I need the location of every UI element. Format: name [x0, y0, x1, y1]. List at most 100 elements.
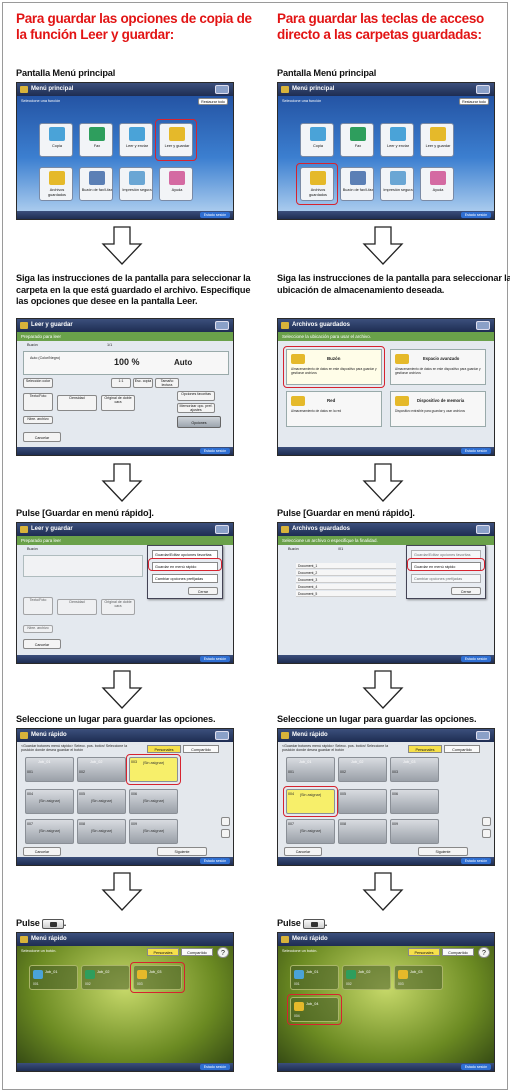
- tile-secure-print[interactable]: Impresión segura: [380, 167, 414, 201]
- cancel-button[interactable]: Cancelar: [23, 639, 61, 649]
- tile-fax-inbox[interactable]: Buzón de fax/I-fax: [340, 167, 374, 201]
- quick-slot[interactable]: 006(Sin asignar): [129, 789, 178, 814]
- status-button[interactable]: Estado sesión: [461, 858, 491, 864]
- quick-slot[interactable]: 004(Sin asignar): [25, 789, 74, 814]
- status-button[interactable]: Estado sesión: [461, 1064, 491, 1070]
- popup-change-defaults[interactable]: Cambiar opciones prefijadas: [411, 574, 481, 583]
- scale-button[interactable]: Esc. copia: [133, 378, 153, 388]
- popup-close-button[interactable]: Cerrar: [188, 587, 218, 595]
- status-button[interactable]: Estado sesión: [200, 448, 230, 454]
- tile-stored-files[interactable]: Archivos guardados: [39, 167, 73, 201]
- quick-slot[interactable]: 009(Sin asignar): [129, 819, 178, 844]
- location-memory-media[interactable]: Dispositivo de memoria Dispositivo extra…: [390, 391, 486, 427]
- density-button[interactable]: Densidad: [57, 395, 97, 411]
- status-button[interactable]: Estado sesión: [461, 212, 491, 218]
- quick-slot[interactable]: 008: [338, 819, 387, 844]
- location-mailbox[interactable]: Buzón Almacenamiento de datos en este di…: [286, 349, 382, 385]
- settings-button[interactable]: [215, 525, 229, 534]
- scan-size-button[interactable]: Tamaño lectura: [155, 378, 179, 388]
- tile-stored-files[interactable]: Archivos guardados: [300, 167, 334, 201]
- tab-shared[interactable]: Compartido: [444, 745, 480, 753]
- color-select-button[interactable]: Selección color: [23, 378, 53, 388]
- scroll-up-icon[interactable]: [221, 817, 230, 826]
- favorites-button[interactable]: Opciones favoritas: [177, 391, 215, 401]
- cancel-button[interactable]: Cancelar: [284, 847, 322, 856]
- file-row[interactable]: Document_2: [296, 570, 396, 576]
- original-type-button[interactable]: Texto/Foto: [23, 393, 53, 411]
- tab-personal[interactable]: Personales: [408, 745, 442, 753]
- tab-personal[interactable]: Personales: [147, 948, 179, 956]
- next-button[interactable]: Siguiente: [418, 847, 468, 856]
- tile-fax-inbox[interactable]: Buzón de fax/I-fax: [79, 167, 113, 201]
- quick-slot[interactable]: 006: [390, 789, 439, 814]
- settings-button[interactable]: [215, 731, 229, 740]
- tile-fax[interactable]: Fax: [79, 123, 113, 157]
- duplex-button[interactable]: 1:1: [111, 378, 131, 388]
- tile-copy[interactable]: Copia: [300, 123, 334, 157]
- next-button[interactable]: Siguiente: [157, 847, 207, 856]
- quick-slot-selected[interactable]: 003(Sin asignar): [129, 757, 178, 782]
- two-sided-button[interactable]: Original de doble cara: [101, 599, 135, 615]
- quick-slot[interactable]: 007(Sin asignar): [25, 819, 74, 844]
- store-default-button[interactable]: Memorizar opc. pref. ajustes: [177, 403, 215, 413]
- quick-slot[interactable]: 005(Sin asignar): [77, 789, 126, 814]
- original-type-button[interactable]: Texto/Foto: [23, 597, 53, 615]
- tab-personal[interactable]: Personales: [147, 745, 181, 753]
- tab-personal[interactable]: Personales: [408, 948, 440, 956]
- file-row[interactable]: Document_3: [296, 577, 396, 583]
- location-advanced-space[interactable]: Espacio avanzado Almacenamiento de datos…: [390, 349, 486, 385]
- popup-change-defaults[interactable]: Cambiar opciones prefijadas: [152, 574, 218, 583]
- scroll-down-icon[interactable]: [221, 829, 230, 838]
- status-button[interactable]: Estado sesión: [200, 212, 230, 218]
- density-button[interactable]: Densidad: [57, 599, 97, 615]
- help-button[interactable]: ?: [217, 947, 229, 958]
- scroll-up-icon[interactable]: [482, 817, 491, 826]
- cancel-button[interactable]: Cancelar: [23, 432, 61, 442]
- settings-button[interactable]: [476, 731, 490, 740]
- status-button[interactable]: Estado sesión: [200, 858, 230, 864]
- quick-slot-selected[interactable]: 004(Sin asignar): [286, 789, 335, 814]
- tab-shared[interactable]: Compartido: [181, 948, 213, 956]
- settings-button[interactable]: [476, 85, 490, 94]
- tile-fax[interactable]: Fax: [340, 123, 374, 157]
- status-button[interactable]: Estado sesión: [461, 448, 491, 454]
- scroll-down-icon[interactable]: [482, 829, 491, 838]
- tile-scan-store[interactable]: Leer y guardar: [420, 123, 454, 157]
- file-name-button[interactable]: Nbre. archivo: [23, 416, 53, 424]
- tile-help[interactable]: Ayuda: [420, 167, 454, 201]
- cancel-button[interactable]: Cancelar: [23, 847, 61, 856]
- location-network[interactable]: Red Almacenamiento de datos en la red: [286, 391, 382, 427]
- file-row[interactable]: Document_4: [296, 584, 396, 590]
- file-row[interactable]: Document_5: [296, 591, 396, 597]
- settings-button[interactable]: [476, 525, 490, 534]
- tile-scan-send[interactable]: Leer y enviar: [119, 123, 153, 157]
- file-name-button[interactable]: Nbre. archivo: [23, 625, 53, 633]
- options-button[interactable]: Opciones: [177, 416, 221, 428]
- quick-slot[interactable]: 007(Sin asignar): [286, 819, 335, 844]
- tile-scan-send[interactable]: Leer y enviar: [380, 123, 414, 157]
- status-button[interactable]: Estado sesión: [200, 1064, 230, 1070]
- two-sided-button[interactable]: Original de doble cara: [101, 395, 135, 411]
- help-button[interactable]: ?: [478, 947, 490, 958]
- quick-slot[interactable]: 009: [390, 819, 439, 844]
- tile-help[interactable]: Ayuda: [159, 167, 193, 201]
- status-button[interactable]: Estado sesión: [200, 656, 230, 662]
- tile-secure-print[interactable]: Impresión segura: [119, 167, 153, 201]
- tab-shared[interactable]: Compartido: [442, 948, 474, 956]
- restore-all-button[interactable]: Restaurar todo: [459, 98, 489, 105]
- status-button[interactable]: Estado sesión: [461, 656, 491, 662]
- tab-shared[interactable]: Compartido: [183, 745, 219, 753]
- tile-copy[interactable]: Copia: [39, 123, 73, 157]
- quick-slot[interactable]: 005: [338, 789, 387, 814]
